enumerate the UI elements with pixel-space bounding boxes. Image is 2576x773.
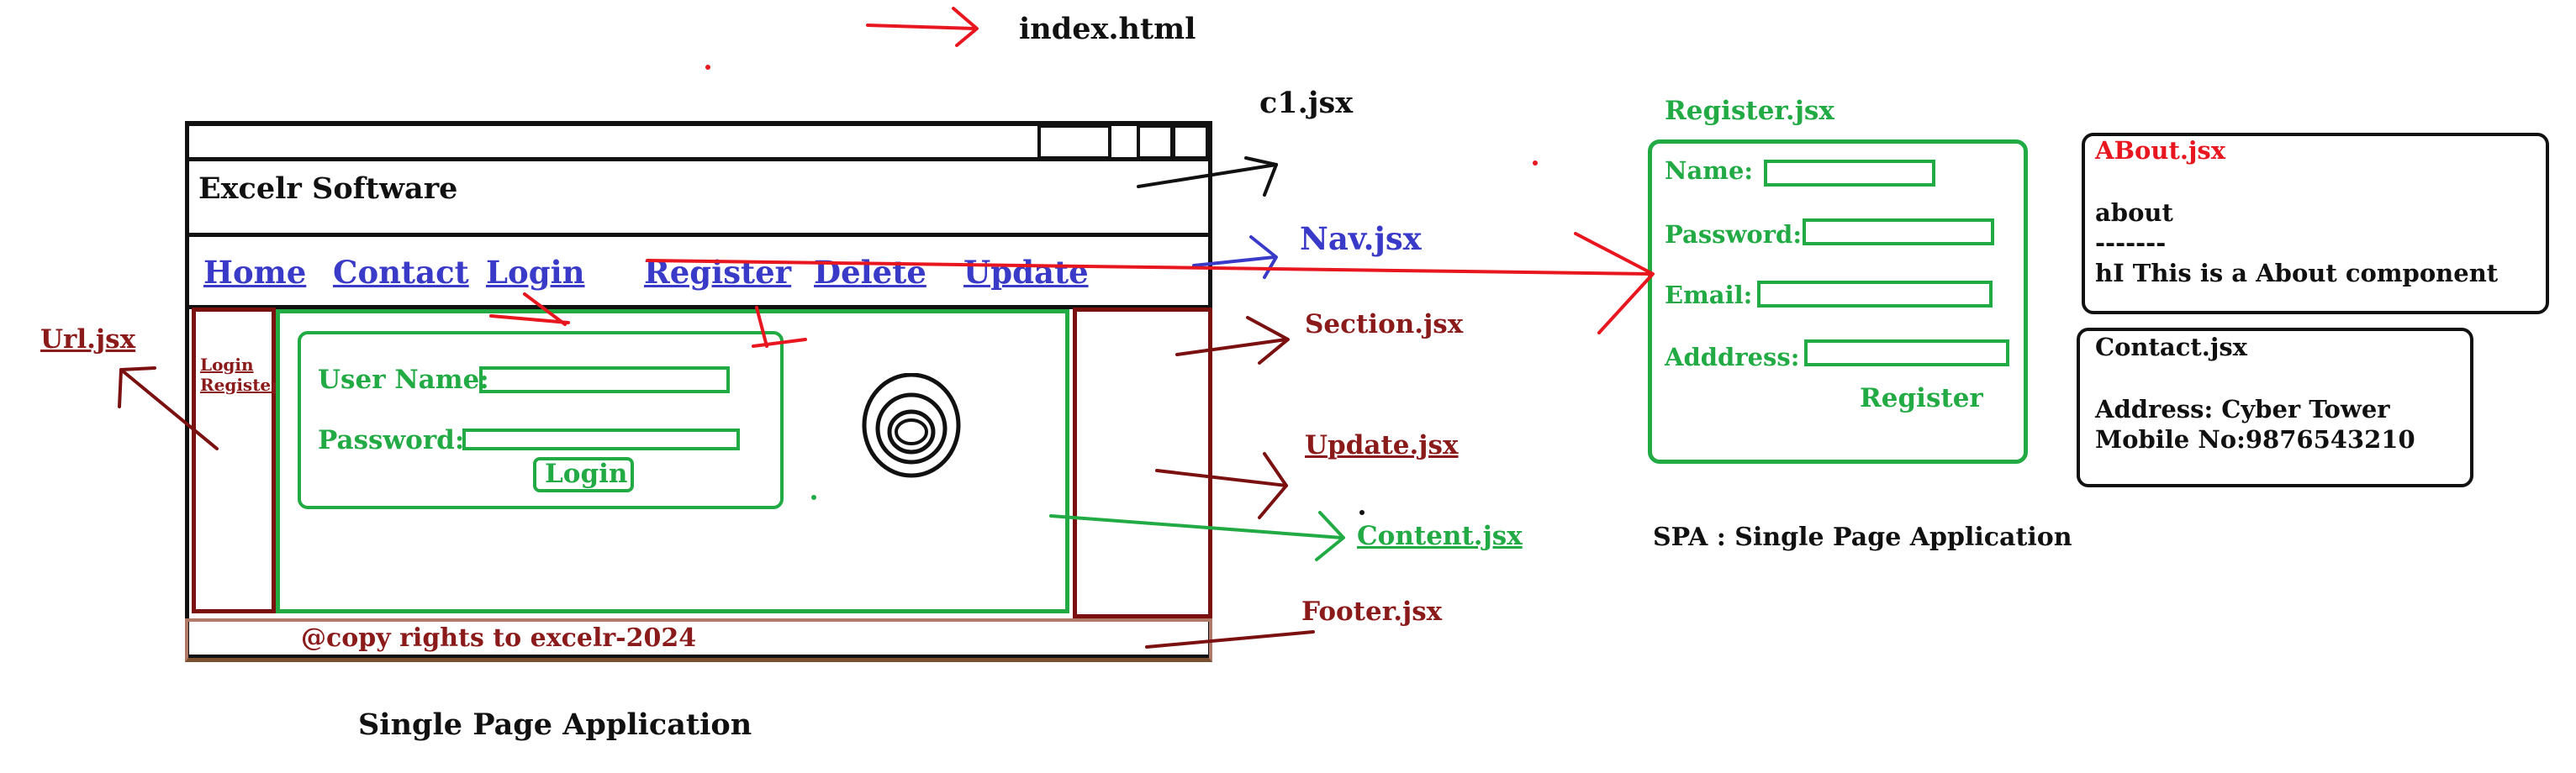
sidebar-link-register[interactable]: Register (200, 375, 280, 395)
username-input[interactable] (479, 366, 730, 393)
login-button[interactable] (533, 457, 634, 492)
spa-caption: SPA : Single Page Application (1653, 523, 2072, 552)
contact-title: Contact.jsx (2095, 333, 2247, 361)
contact-box (2077, 328, 2473, 487)
about-line3: hI This is a About component (2095, 259, 2499, 287)
reg-password-input[interactable] (1803, 218, 1994, 245)
nav-link-login[interactable]: Login (486, 254, 585, 291)
reg-name-input[interactable] (1764, 160, 1935, 187)
content-area (276, 309, 1069, 613)
minimize-button[interactable] (1037, 124, 1111, 160)
reg-register-button[interactable]: Register (1860, 383, 1983, 413)
reg-address-input[interactable] (1804, 339, 2009, 366)
about-line1: about (2095, 198, 2173, 227)
dot-marker (1533, 160, 1538, 166)
reg-password-label: Password: (1665, 220, 1803, 249)
reg-email-label: Email: (1665, 281, 1753, 309)
register-jsx-label: Register.jsx (1665, 96, 1834, 126)
reg-address-label: Adddress: (1665, 343, 1800, 371)
footer-jsx-label: Footer.jsx (1301, 597, 1443, 627)
index-html-label: index.html (1019, 12, 1196, 46)
password-input[interactable] (462, 429, 740, 450)
left-sidebar (192, 308, 276, 613)
nav-link-delete[interactable]: Delete (814, 254, 926, 291)
contact-mobile: Mobile No:9876543210 (2095, 425, 2415, 454)
password-label: Password: (318, 425, 465, 455)
close-button[interactable] (1172, 124, 1209, 160)
nav-link-home[interactable]: Home (203, 254, 307, 291)
title-bar (185, 121, 1212, 161)
content-jsx-label: Content.jsx (1357, 521, 1523, 551)
dot-marker (1359, 510, 1365, 515)
arrow-to-index-html (866, 7, 979, 47)
nav-jsx-label: Nav.jsx (1300, 220, 1422, 257)
reg-email-input[interactable] (1757, 281, 1993, 308)
spinner-icon (862, 373, 961, 478)
url-jsx-label: Url.jsx (40, 324, 136, 355)
main-caption: Single Page Application (358, 707, 752, 742)
header (185, 161, 1212, 237)
login-form (298, 331, 784, 509)
dot-marker (705, 65, 710, 70)
header-title: Excelr Software (198, 171, 458, 206)
nav-link-register[interactable]: Register (644, 254, 792, 291)
maximize-button[interactable] (1137, 124, 1174, 160)
about-box (2082, 133, 2549, 314)
update-jsx-label: Update.jsx (1305, 430, 1459, 460)
login-button-label: Login (545, 459, 628, 489)
reg-name-label: Name: (1665, 156, 1754, 185)
nav-bar (185, 237, 1212, 309)
footer-text: @copy rights to excelr-2024 (301, 623, 697, 653)
about-title: ABout.jsx (2095, 136, 2226, 165)
section-jsx-label: Section.jsx (1305, 309, 1464, 339)
right-sidebar (1073, 308, 1212, 618)
nav-link-update[interactable]: Update (963, 254, 1089, 291)
contact-address: Address: Cyber Tower (2095, 395, 2390, 423)
c1-jsx-label: c1.jsx (1259, 86, 1354, 120)
about-line2: ------- (2095, 229, 2167, 257)
nav-link-contact[interactable]: Contact (333, 254, 469, 291)
sidebar-link-login[interactable]: Login (200, 355, 254, 375)
username-label: User Name: (318, 365, 489, 395)
